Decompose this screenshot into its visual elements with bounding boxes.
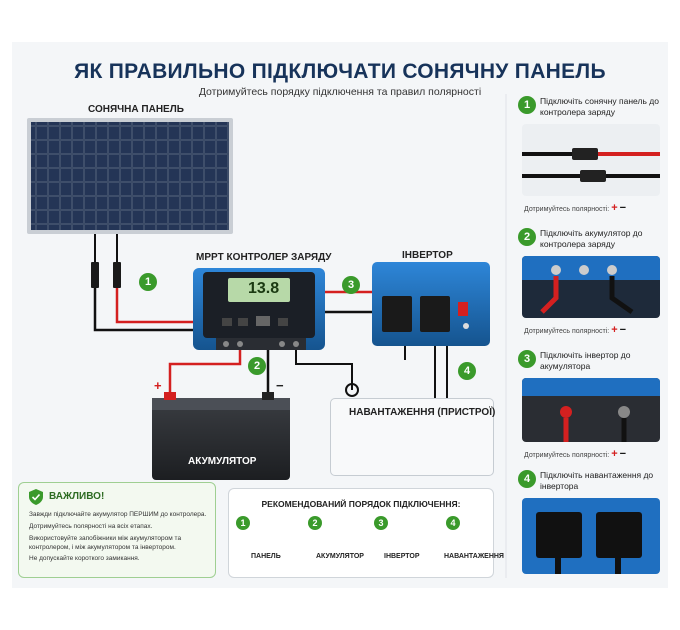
load-label: НАВАНТАЖЕННЯ (ПРИСТРОЇ) (349, 407, 496, 418)
recommended-order-box: РЕКОМЕНДОВАНИЙ ПОРЯДОК ПІДКЛЮЧЕННЯ: (228, 488, 494, 578)
load-box: НАВАНТАЖЕННЯ (ПРИСТРОЇ) (330, 398, 496, 476)
sidebar-step-2-text: Підключіть акумулятор до контролера заря… (540, 228, 643, 249)
sidebar-step-3-text: Підключіть інвертор до акумулятора (540, 350, 631, 371)
diagram-step-4: 4 (458, 362, 476, 380)
battery-label: АКУМУЛЯТОР (188, 456, 257, 467)
rec-step-3-number: 3 (374, 516, 388, 530)
page-title: ЯК ПРАВИЛЬНО ПІДКЛЮЧАТИ СОНЯЧНУ ПАНЕЛЬ (74, 60, 606, 83)
sidebar-step-3-number: 3 (518, 350, 536, 368)
recommended-title: РЕКОМЕНДОВАНИЙ ПОРЯДОК ПІДКЛЮЧЕННЯ: (261, 499, 461, 509)
sidebar-step-3-polarity: Дотримуйтесь полярності: + − (524, 448, 627, 460)
sidebar-step-4-photo (522, 498, 660, 574)
sidebar-step-3: 3 Підключіть інвертор до акумулятора Дот… (512, 350, 662, 462)
sidebar-step-1-text: Підключіть сонячну панель до контролера … (540, 96, 659, 117)
warning-item-2: Дотримуйтесь полярності на всіх етапах. (29, 523, 153, 530)
warning-title: ВАЖЛИВО! (49, 491, 105, 502)
warning-item-3: Використовуйте запобіжники між акумулято… (29, 535, 182, 551)
inverter-graphic (372, 262, 490, 346)
diagram-step-2: 2 (248, 357, 266, 375)
diagram-step-3: 3 (342, 276, 360, 294)
rec-step-2-label: АКУМУЛЯТОР (316, 553, 364, 560)
sidebar-step-4: 4 Підключіть навантаження до інвертора (512, 470, 662, 580)
inverter-label: ІНВЕРТОР (402, 250, 453, 261)
battery-plus-sign: + (154, 378, 162, 393)
sidebar-step-3-photo (522, 378, 660, 442)
sidebar-step-2-polarity: Дотримуйтесь полярності: + − (524, 324, 627, 336)
battery-graphic (152, 392, 290, 480)
rec-step-1-number: 1 (236, 516, 250, 530)
sidebar-step-4-number: 4 (518, 470, 536, 488)
controller-display-value: 13.8 (248, 280, 280, 297)
mppt-controller-graphic (193, 268, 325, 350)
battery-minus-sign: − (276, 378, 284, 393)
warning-box: ВАЖЛИВО! Завжди підключайте акумулятор П… (18, 482, 216, 578)
sidebar-step-2-number: 2 (518, 228, 536, 246)
rec-step-3-label: ІНВЕРТОР (384, 553, 420, 560)
shield-check-icon (29, 489, 43, 510)
sidebar-step-1-photo (522, 124, 660, 196)
diagram-step-1: 1 (139, 273, 157, 291)
rec-step-4-number: 4 (446, 516, 460, 530)
sidebar-step-1-number: 1 (518, 96, 536, 114)
sidebar-step-2-photo (522, 256, 660, 318)
sidebar-step-1: 1 Підключіть сонячну панель до контролер… (512, 96, 662, 220)
sidebar-step-4-text: Підключіть навантаження до інвертора (540, 470, 654, 491)
solar-panel-label: СОНЯЧНА ПАНЕЛЬ (88, 104, 184, 115)
rec-step-4-label: НАВАНТАЖЕННЯ (444, 553, 504, 560)
solar-panel-graphic (27, 118, 233, 234)
warning-item-1: Завжди підключайте акумулятор ПЕРШИМ до … (29, 511, 207, 518)
mc4-connectors (91, 234, 200, 332)
rec-step-1-label: ПАНЕЛЬ (251, 553, 281, 560)
rec-step-2-number: 2 (308, 516, 322, 530)
sidebar-step-2: 2 Підключіть акумулятор до контролера за… (512, 228, 662, 340)
warning-item-4: Не допускайте короткого замикання. (29, 555, 140, 562)
page-subtitle: Дотримуйтесь порядку підключення та прав… (198, 86, 482, 98)
controller-label: MPPT КОНТРОЛЕР ЗАРЯДУ (196, 252, 332, 263)
sidebar-step-1-polarity: Дотримуйтесь полярності: + − (524, 202, 627, 214)
